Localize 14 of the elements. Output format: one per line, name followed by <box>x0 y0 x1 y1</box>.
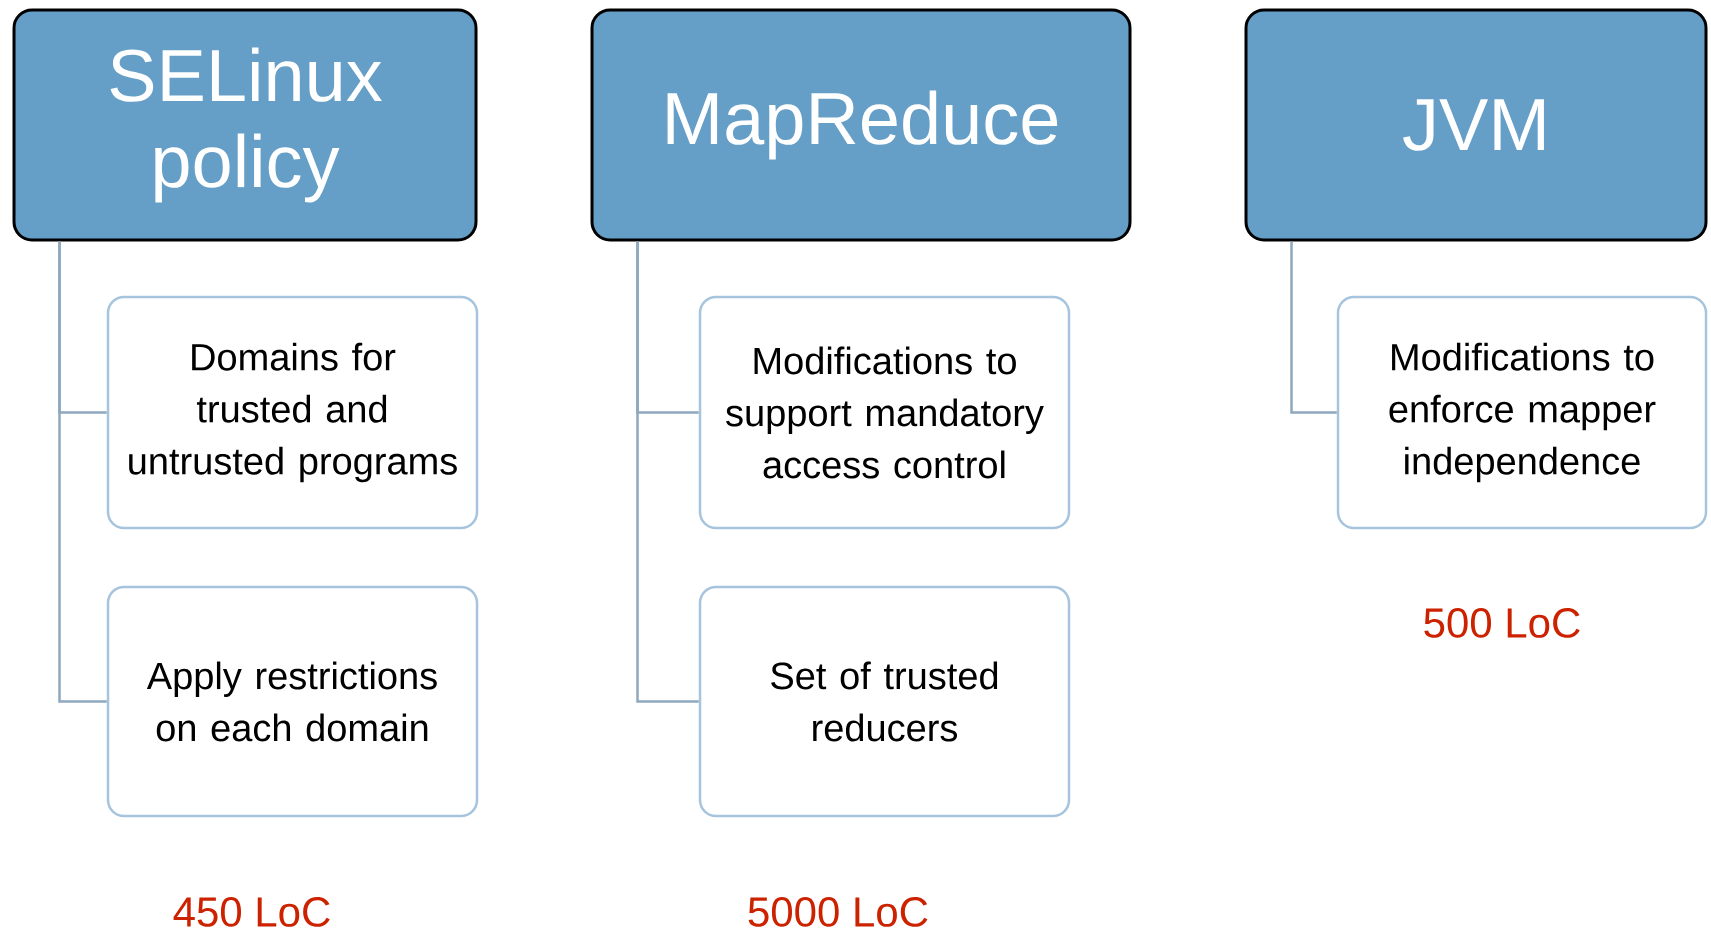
text-box: Apply restrictions on each domain <box>106 585 479 818</box>
header-box: JVM <box>1244 8 1708 242</box>
header-box: MapReduce <box>590 8 1132 242</box>
connector-line <box>58 241 107 703</box>
loc-label: 5000 LoC <box>748 897 928 927</box>
text-box: Domains for trusted and untrusted programs <box>106 295 479 530</box>
header-box: SELinux policy <box>12 8 478 242</box>
text-box: Modifications to support mandatory access control <box>698 295 1071 530</box>
connector-line <box>636 241 699 703</box>
loc-label: 500 LoC <box>1424 608 1580 638</box>
connector-line <box>1290 241 1337 414</box>
text-box: Modifications to enforce mapper independence <box>1336 295 1708 530</box>
loc-label: 450 LoC <box>173 897 330 927</box>
text-box: Set of trusted reducers <box>698 585 1071 818</box>
